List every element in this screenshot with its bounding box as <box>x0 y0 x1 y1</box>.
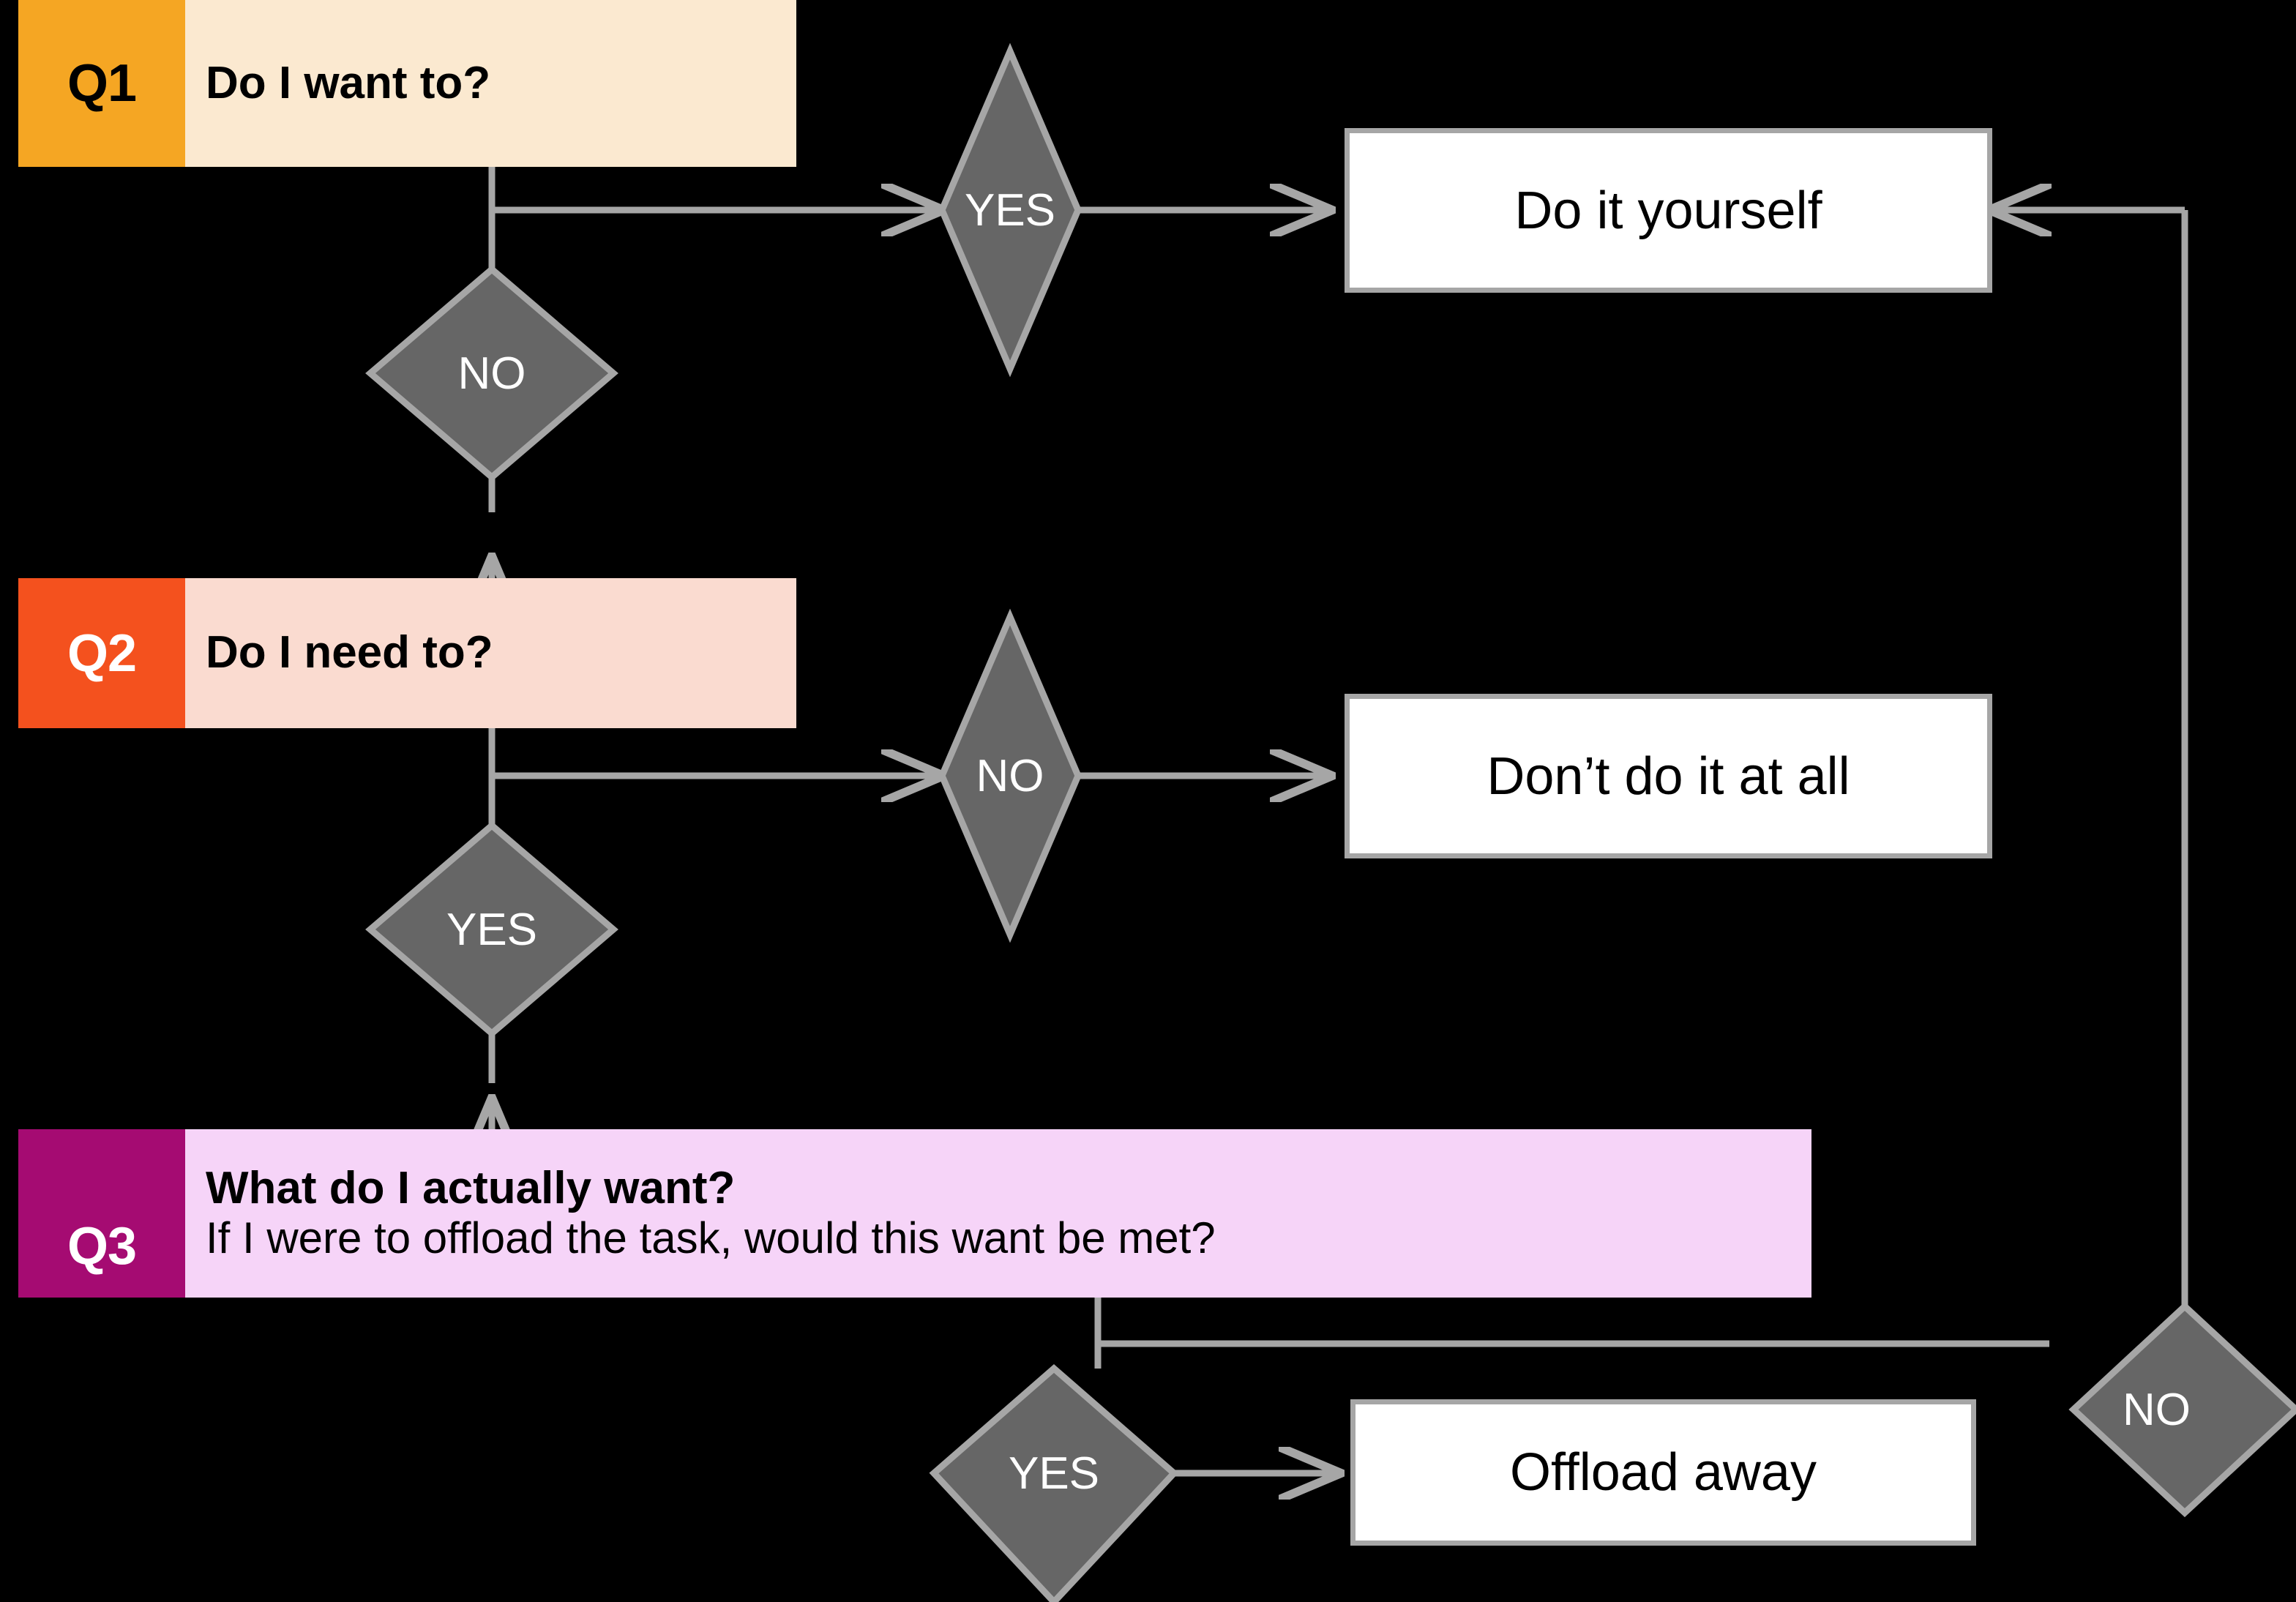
question-text-q3-line2: If I were to offload the task, would thi… <box>206 1213 1216 1262</box>
outcome-label-do-it-yourself: Do it yourself <box>1514 181 1822 240</box>
outcome-card-dont-do-it[interactable]: Don’t do it at all <box>1345 694 1992 858</box>
decision-diamond-q1-yes[interactable] <box>938 42 1082 378</box>
decision-diamond-q3-no[interactable] <box>2068 1301 2296 1518</box>
question-tag-q1: Q1 <box>18 0 185 167</box>
question-text-q1: Do I want to? <box>206 57 491 108</box>
question-tag-q2: Q2 <box>18 578 185 728</box>
outcome-card-offload-away[interactable]: Offload away <box>1350 1399 1976 1546</box>
question-body-q1: Do I want to? <box>185 0 796 167</box>
decision-diamond-q3-yes[interactable] <box>929 1364 1179 1602</box>
decision-diamond-q2-yes[interactable] <box>365 821 618 1038</box>
outcome-label-offload-away: Offload away <box>1510 1443 1817 1502</box>
question-card-q1[interactable]: Q1 Do I want to? <box>18 0 796 167</box>
decision-diamond-q1-no[interactable] <box>365 265 618 482</box>
question-body-q3: What do I actually want? If I were to of… <box>185 1129 1811 1298</box>
question-body-q2: Do I need to? <box>185 578 796 728</box>
question-card-q2[interactable]: Q2 Do I need to? <box>18 578 796 728</box>
question-card-q3[interactable]: Q3 What do I actually want? If I were to… <box>18 1129 1811 1298</box>
outcome-card-do-it-yourself[interactable]: Do it yourself <box>1345 128 1992 293</box>
question-tag-q3: Q3 <box>18 1129 185 1298</box>
question-text-q3-line1: What do I actually want? <box>206 1162 736 1213</box>
outcome-label-dont-do-it: Don’t do it at all <box>1487 746 1850 806</box>
decision-diamond-q2-no[interactable] <box>938 608 1082 943</box>
question-text-q2: Do I need to? <box>206 627 493 678</box>
